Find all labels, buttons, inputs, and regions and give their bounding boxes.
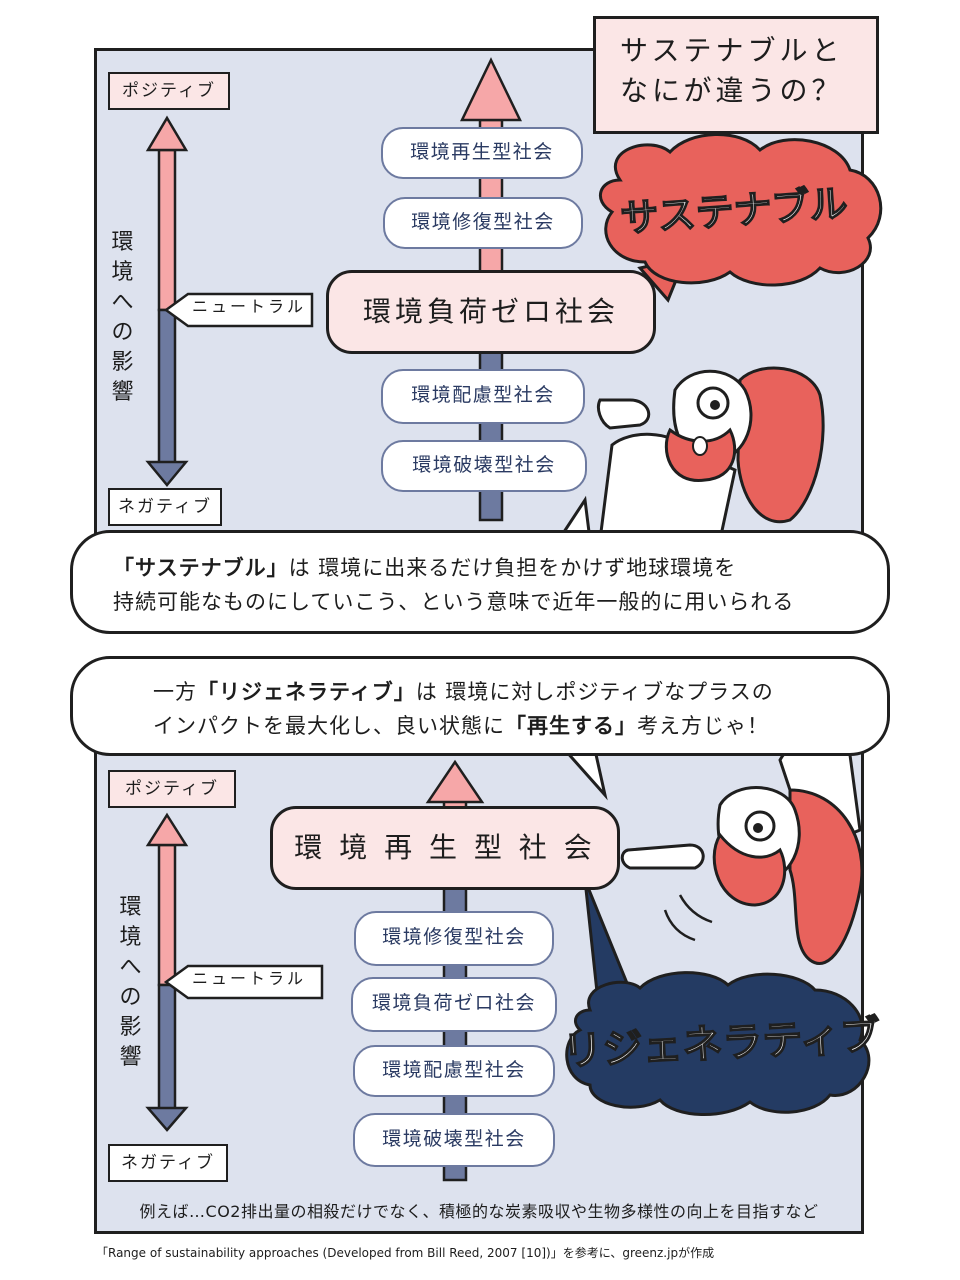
axis-label: 環 境 へ の 影 響 bbox=[119, 895, 143, 1070]
neutral-tag: ニュートラル bbox=[162, 962, 324, 1002]
title-box: サステナブルと なにが違うの？ bbox=[593, 16, 879, 134]
level-net-zero-highlight: 環境負荷ゼロ社会 bbox=[326, 270, 656, 354]
bubble-regenerative-line2-start: インパクトを最大化し、良い状態に bbox=[153, 714, 505, 738]
professor-character bbox=[596, 366, 825, 542]
speech-tail-icon bbox=[561, 748, 608, 801]
bubble-sustainable-line1: は 環境に出来るだけ負担をかけず地球環境を bbox=[288, 556, 737, 580]
source-credit: 「Range of sustainability approaches (Dev… bbox=[96, 1246, 715, 1260]
keyword-regenerative: 「リジェネラティブ」 bbox=[197, 680, 416, 704]
bubble-regenerative-line2-end: 考え方じゃ！ bbox=[637, 714, 769, 738]
keyword-sustainable: 「サステナブル」 bbox=[113, 556, 289, 580]
level-regenerative-highlight: 環 境 再 生 型 社 会 bbox=[270, 806, 620, 890]
level-destructive: 環境破壊型社会 bbox=[353, 1113, 555, 1167]
level-destructive: 環境破壊型社会 bbox=[381, 440, 587, 492]
negative-tag: ネガティブ bbox=[108, 488, 222, 526]
level-restorative: 環境修復型社会 bbox=[354, 911, 554, 966]
level-net-zero: 環境負荷ゼロ社会 bbox=[351, 977, 557, 1032]
shout-cloud-regenerative bbox=[565, 879, 871, 1117]
double-arrow-icon bbox=[145, 115, 189, 487]
level-restorative: 環境修復型社会 bbox=[383, 197, 583, 249]
axis-label: 環 境 へ の 影 響 bbox=[111, 230, 135, 405]
shout-cloud-sustainable bbox=[599, 133, 883, 303]
neutral-tag: ニュートラル bbox=[162, 290, 314, 330]
level-regenerative: 環境再生型社会 bbox=[381, 127, 583, 179]
speech-bubble-sustainable: 「サステナブル」は 環境に出来るだけ負担をかけず地球環境を 持続可能なものにして… bbox=[70, 530, 890, 634]
title-line-2: なにが違うの？ bbox=[620, 74, 844, 107]
neutral-label: ニュートラル bbox=[192, 297, 307, 316]
double-arrow-icon bbox=[145, 812, 189, 1132]
highlight-regenerate: 「再生する」 bbox=[505, 714, 637, 738]
title-line-1: サステナブルと bbox=[620, 34, 844, 67]
level-considerate: 環境配慮型社会 bbox=[381, 369, 585, 424]
speech-bubble-regenerative: 一方「リジェネラティブ」は 環境に対しポジティブなプラスの インパクトを最大化し… bbox=[70, 656, 890, 756]
negative-tag: ネガティブ bbox=[108, 1144, 228, 1182]
bubble-sustainable-line2: 持続可能なものにしていこう、という意味で近年一般的に用いられる bbox=[113, 590, 795, 614]
positive-tag: ポジティブ bbox=[108, 770, 236, 808]
bubble-regenerative-prefix: 一方 bbox=[153, 680, 197, 704]
bubble-regenerative-line1: は 環境に対しポジティブなプラスの bbox=[415, 680, 774, 704]
level-considerate: 環境配慮型社会 bbox=[353, 1045, 555, 1097]
positive-tag: ポジティブ bbox=[108, 72, 230, 110]
neutral-label: ニュートラル bbox=[192, 969, 307, 988]
example-note: 例えば…CO2排出量の相殺だけでなく、積極的な炭素吸収や生物多様性の向上を目指す… bbox=[139, 1202, 819, 1221]
professor-character bbox=[620, 738, 864, 965]
